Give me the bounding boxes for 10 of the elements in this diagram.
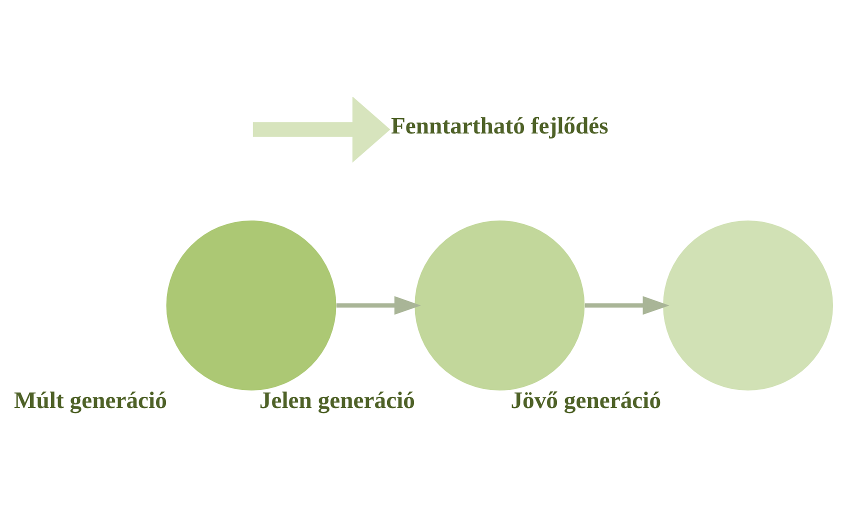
node-circle xyxy=(663,220,834,390)
node-label: Jövő generáció xyxy=(510,388,662,414)
arrow xyxy=(336,296,422,315)
arrow xyxy=(584,296,670,315)
node-circle xyxy=(414,220,585,390)
arrow xyxy=(252,97,390,163)
node-label: Múlt generáció xyxy=(14,388,167,414)
node-text: Fenntartható fejlődés xyxy=(390,114,608,140)
node-circle xyxy=(166,220,336,390)
node-label: Jelen generáció xyxy=(259,388,415,414)
